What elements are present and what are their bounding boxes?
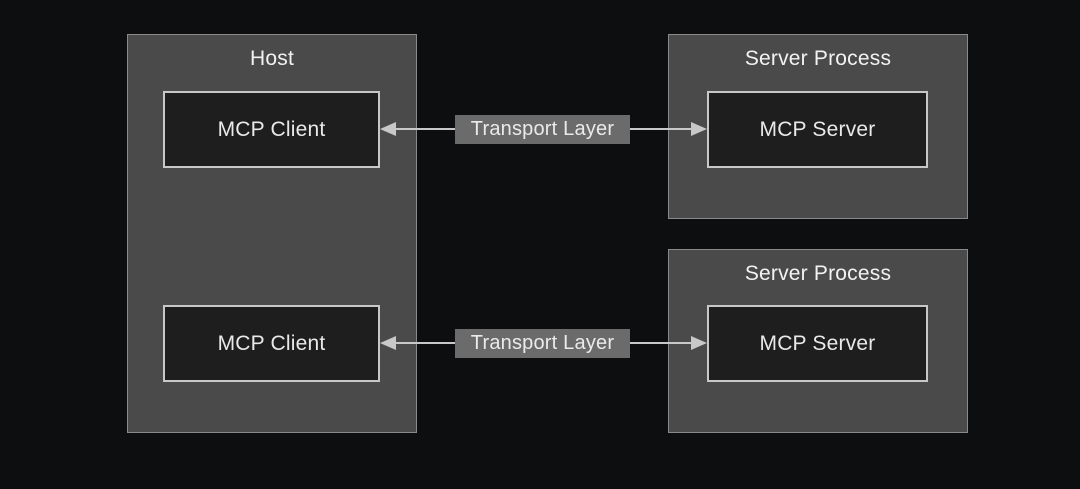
mcp-client-box-2[interactable]: MCP Client [163, 305, 380, 382]
mcp-client-box-1[interactable]: MCP Client [163, 91, 380, 168]
mcp-server-label-1: MCP Server [759, 117, 876, 141]
arrowhead-right-1 [691, 122, 707, 136]
arrowhead-left-1 [380, 122, 396, 136]
mcp-server-box-2[interactable]: MCP Server [707, 305, 928, 382]
server-process-title-2: Server Process [744, 262, 892, 285]
mcp-client-label-1: MCP Client [217, 117, 326, 141]
mcp-server-box-1[interactable]: MCP Server [707, 91, 928, 168]
arrowhead-left-2 [380, 336, 396, 350]
server-process-title-1: Server Process [744, 47, 892, 70]
mcp-client-label-2: MCP Client [217, 331, 326, 355]
transport-layer-text-1: Transport Layer [470, 118, 615, 140]
transport-layer-text-2: Transport Layer [470, 332, 615, 354]
transport-layer-label-1: Transport Layer [455, 115, 630, 144]
arrowhead-right-2 [691, 336, 707, 350]
host-title: Host [250, 47, 294, 70]
mcp-server-label-2: MCP Server [759, 331, 876, 355]
transport-layer-label-2: Transport Layer [455, 329, 630, 358]
